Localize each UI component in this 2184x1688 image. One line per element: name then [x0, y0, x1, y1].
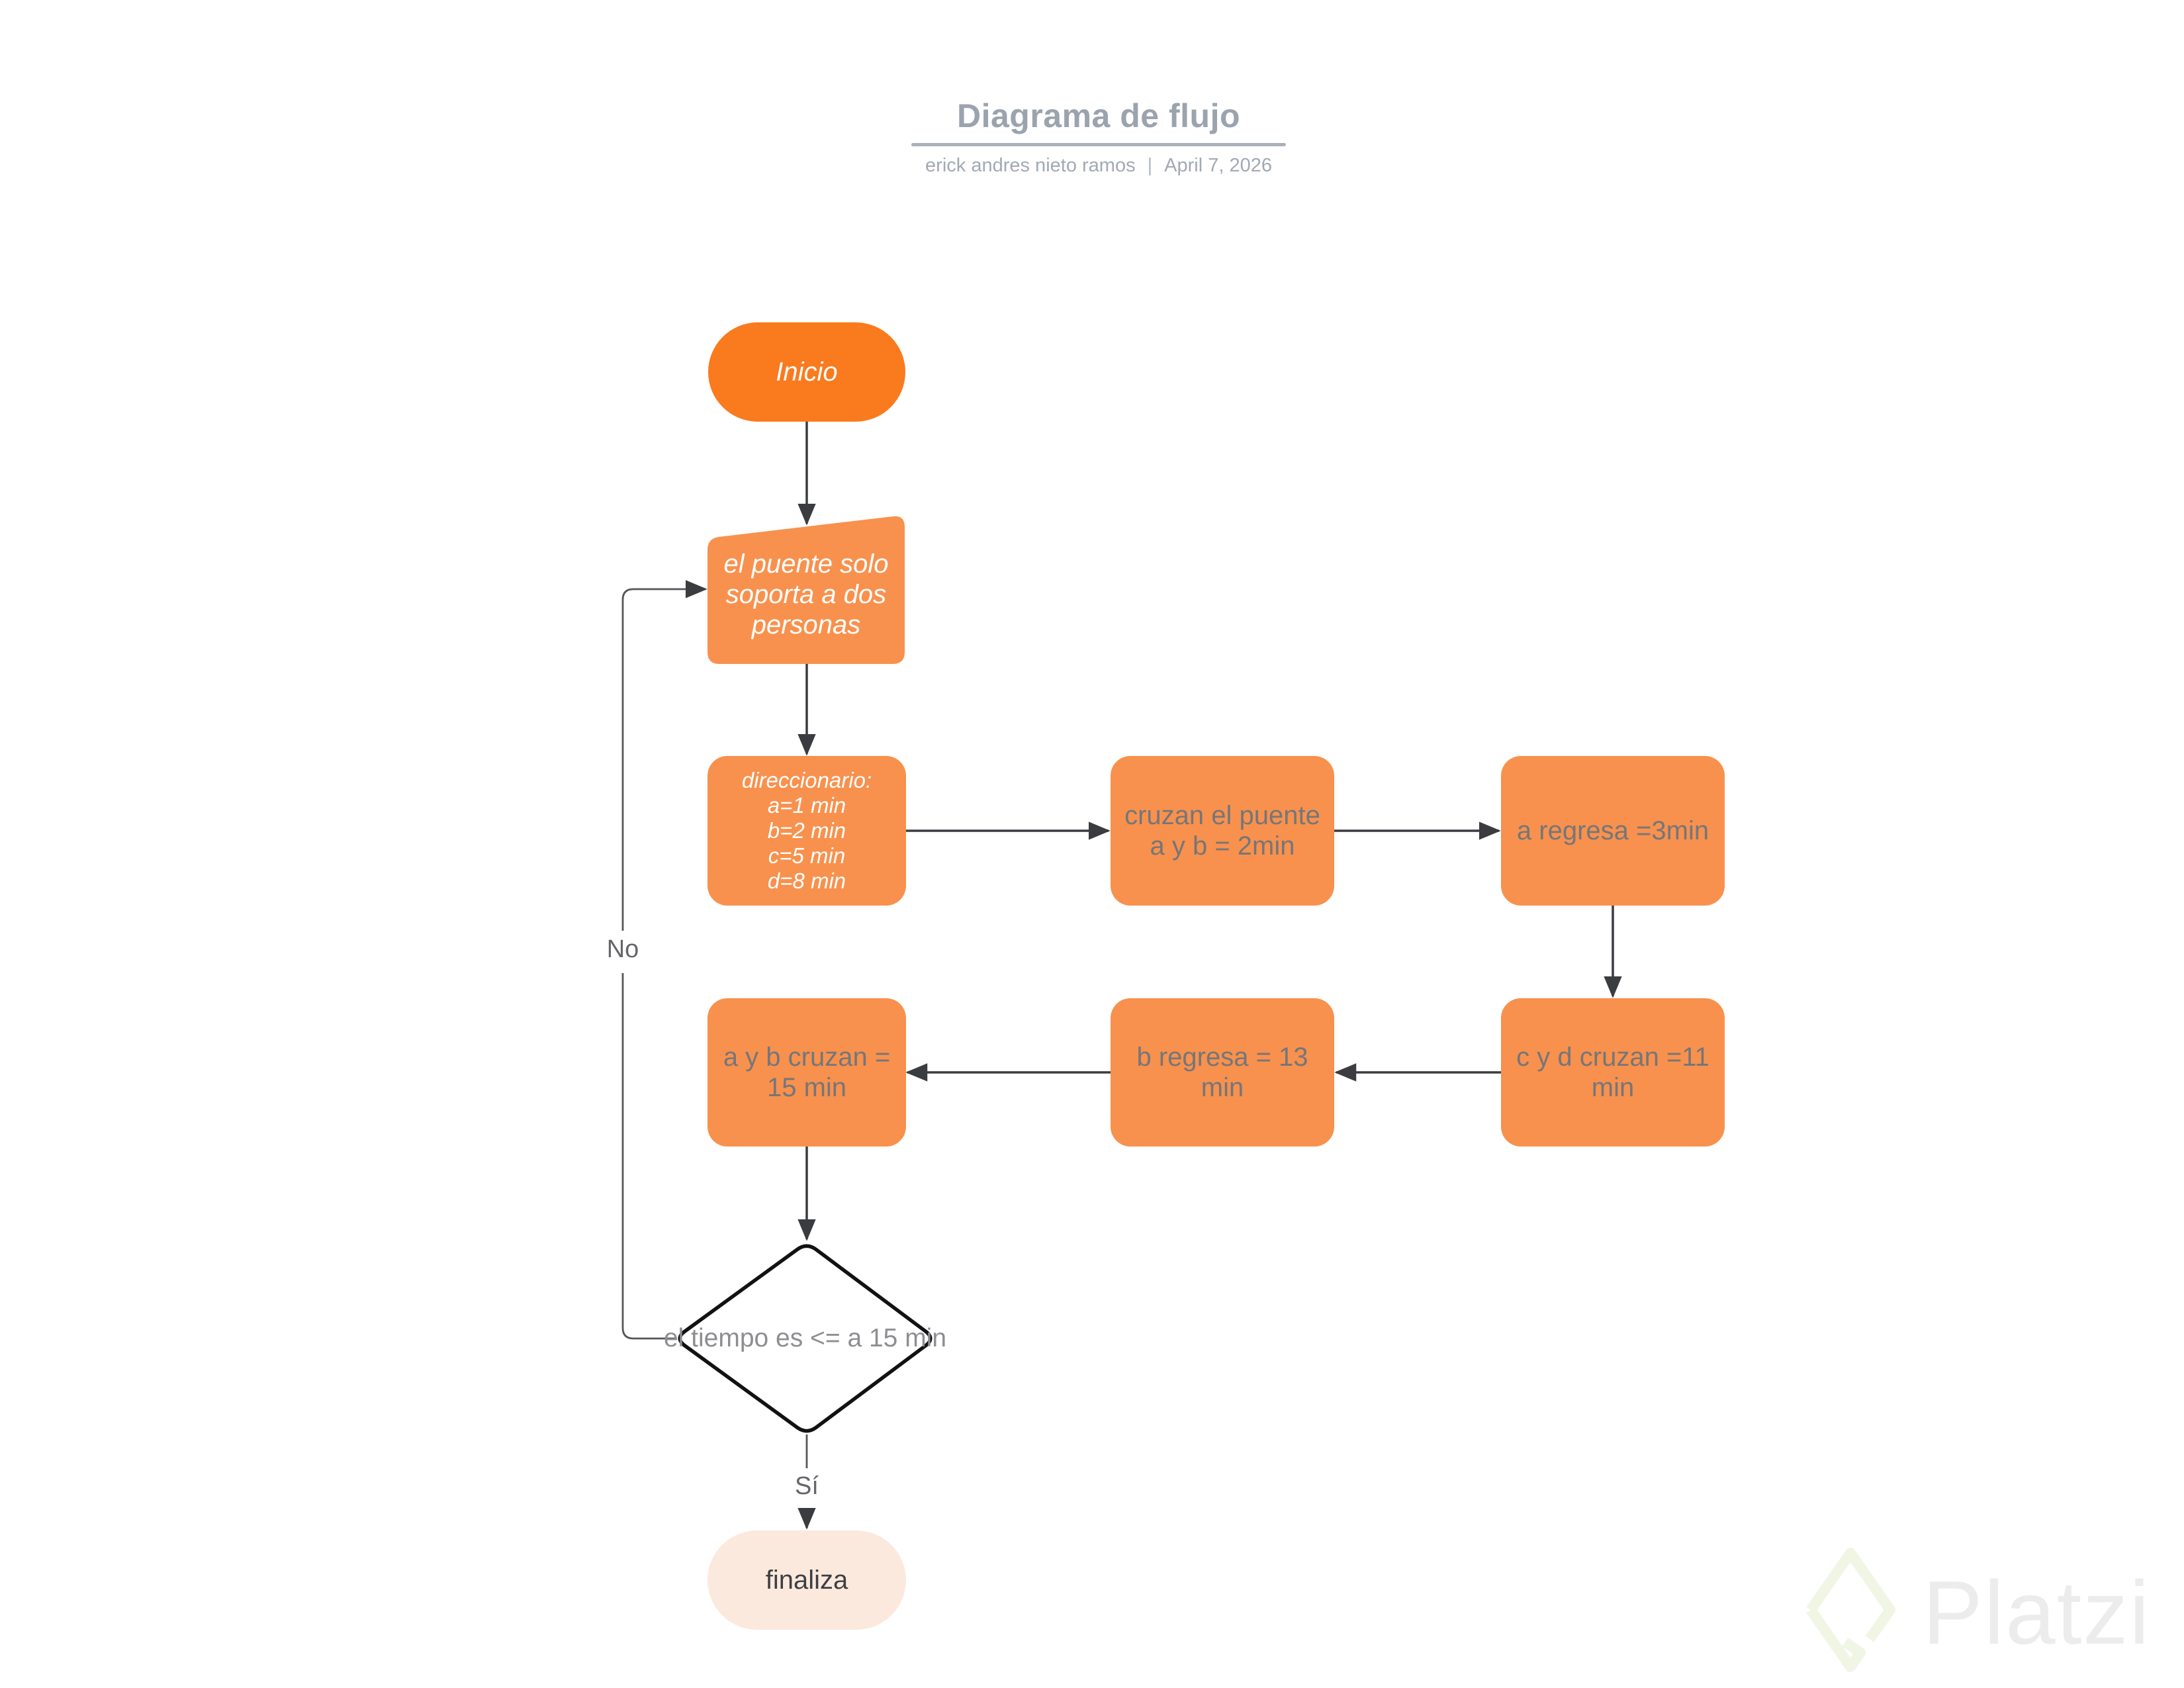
node-inicio: Inicio	[708, 322, 905, 422]
manual-operation-shape	[707, 516, 905, 664]
author-name: erick andres nieto ramos	[925, 155, 1136, 176]
platzi-logo-icon	[1806, 1548, 1895, 1672]
node-decision-label: el tiempo es <= a 15 min	[663, 1324, 947, 1352]
node-b-regresa: b regresa = 13 min	[1111, 998, 1334, 1147]
node-finaliza: finaliza	[707, 1530, 906, 1630]
diagram-header: Diagrama de flujo erick andres nieto ram…	[911, 97, 1286, 177]
diagram-date: April 7, 2026	[1164, 155, 1272, 176]
node-c-y-d-cruzan: c y d cruzan =11 min	[1501, 998, 1725, 1147]
edge-label-si: Sí	[795, 1472, 819, 1500]
subtitle-divider: |	[1147, 155, 1153, 176]
node-a-regresa: a regresa =3min	[1501, 756, 1725, 906]
diagram-subtitle: erick andres nieto ramos | April 7, 2026	[911, 155, 1286, 177]
title-underline	[911, 143, 1286, 146]
edge-label-no: No	[606, 935, 639, 963]
node-direccionario: direccionario: a=1 min b=2 min c=5 min d…	[707, 756, 906, 906]
node-a-y-b-cruzan: a y b cruzan = 15 min	[707, 998, 906, 1147]
edge-decision-no-loop	[621, 589, 705, 1340]
page-title: Diagrama de flujo	[956, 97, 1241, 134]
platzi-wordmark: Platzi	[1923, 1562, 2151, 1663]
node-cruzan-puente: cruzan el puente a y b = 2min	[1111, 756, 1334, 906]
decision-diamond-shape	[678, 1244, 933, 1433]
node-puente-label: el puente solo soporta a dos personas	[723, 549, 889, 639]
